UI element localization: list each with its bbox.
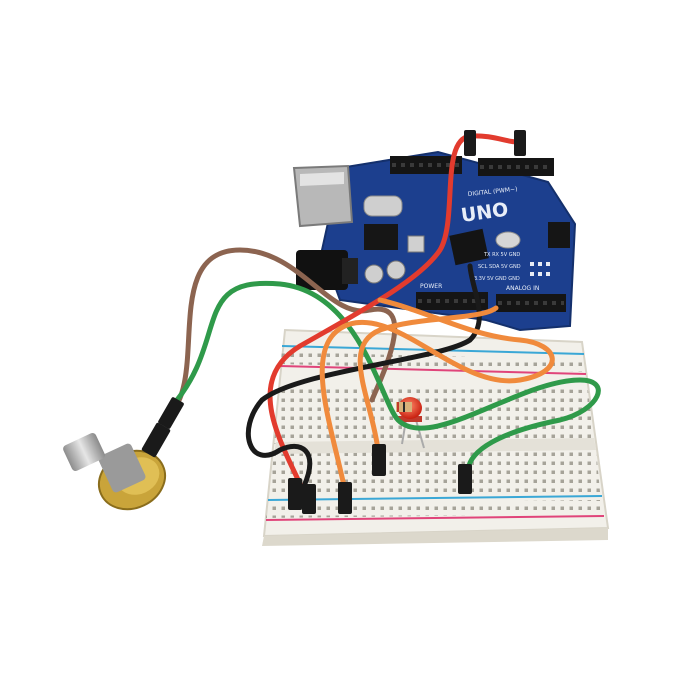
potentiometer (63, 397, 184, 511)
rail-line-red-bottom (265, 515, 605, 521)
orange-wire (319, 297, 555, 489)
pin-labels-3: 3.3V 5V GND GND (474, 276, 520, 282)
center-channel (274, 438, 596, 454)
power-header-label: POWER (420, 283, 442, 290)
pin-labels-2: SCL SDA 5V GND (478, 264, 521, 270)
rail-line-blue-bottom (267, 495, 603, 501)
analog-header-label: ANALOG IN (506, 285, 539, 292)
crystal-oscillator (363, 195, 403, 217)
red-led (396, 397, 425, 449)
dc-power-jack (296, 250, 348, 290)
capacitor (386, 260, 406, 280)
rail-line-blue (279, 365, 587, 375)
digital-header (390, 156, 554, 176)
microcontroller-chip (449, 228, 489, 266)
pin-labels: TX RX 5V GND (483, 252, 520, 258)
jumper-wires (165, 133, 601, 489)
power-analog-header (416, 292, 566, 312)
orange-wire-2 (357, 305, 499, 453)
dupont-connectors (288, 130, 526, 514)
pot-knob (63, 433, 105, 471)
reset-button (407, 235, 425, 253)
black-wire (245, 263, 482, 489)
arduino-uno-board: UNO DIGITAL (PWM~) POWER ANALOG IN TX RX… (292, 150, 577, 332)
green-wire (169, 280, 601, 473)
icsp-header (548, 222, 570, 248)
brown-wire (165, 247, 398, 419)
capacitor (364, 264, 384, 284)
